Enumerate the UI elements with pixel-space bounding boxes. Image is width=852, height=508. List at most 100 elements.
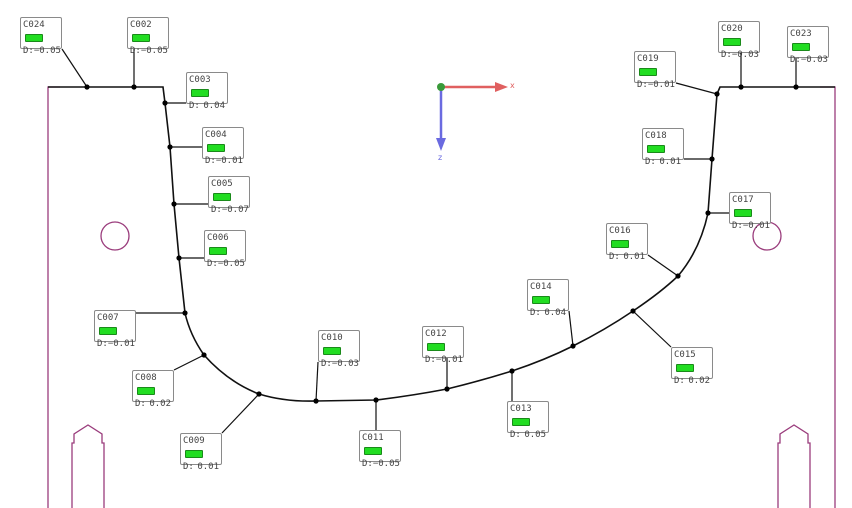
callout-c005[interactable]: C005 D:−0.07 [208,176,250,215]
callout-c017[interactable]: C017 D:−0.01 [729,192,771,231]
status-ok-indicator [647,144,665,153]
status-ok-indicator [191,88,209,97]
callout-c019[interactable]: C019 D:−0.01 [634,51,676,90]
measurement-point[interactable] [705,210,711,216]
callout-id: C017 [732,195,754,205]
callout-c002[interactable]: C002 D:−0.05 [127,17,169,56]
measurement-point[interactable] [675,273,681,279]
callout-id: C013 [510,404,532,414]
leader-line [675,82,718,95]
deviation-label: D: [207,259,218,269]
deviation-label: D: [721,50,732,60]
deviation-value: −0.07 [221,205,249,215]
measurement-point[interactable] [176,255,182,261]
measurement-point[interactable] [630,308,636,314]
status-ok-indicator [207,143,225,152]
callout-c024[interactable]: C024 D:−0.05 [20,17,62,56]
deviation-value: −0.03 [731,50,759,60]
status-ok-indicator [132,33,150,42]
callout-c006[interactable]: C006 D:−0.05 [204,230,246,269]
left-slot [71,424,105,508]
callout-id: C008 [135,373,157,383]
callout-c007[interactable]: C007 D:−0.01 [94,310,136,349]
callout-c011[interactable]: C011 D:−0.05 [359,430,401,469]
measurement-point[interactable] [167,144,173,150]
measurement-point[interactable] [444,386,450,392]
measurement-point[interactable] [509,368,515,374]
deviation-value: 0.05 [524,430,546,440]
status-ok-indicator [99,326,117,335]
callout-c004[interactable]: C004 D:−0.01 [202,127,244,166]
callout-id: C015 [674,350,696,360]
x-arrowhead-icon [495,82,508,92]
callout-c012[interactable]: C012 D:−0.01 [422,326,464,365]
status-ok-indicator [723,37,741,46]
measurement-point[interactable] [709,156,715,162]
callout-c015[interactable]: C015 D:0.02 [671,347,713,386]
callout-id: C011 [362,433,384,443]
callout-c008[interactable]: C008 D:0.02 [132,370,174,409]
callout-c010[interactable]: C010 D:−0.03 [318,330,360,369]
deviation-label: D: [211,205,222,215]
deviation-label: D: [23,46,34,56]
part-outline [47,86,836,508]
deviation-value: −0.01 [435,355,463,365]
measurement-point[interactable] [714,91,720,97]
x-axis-label: x [510,81,515,90]
deviation-value: −0.05 [33,46,61,56]
axis-triad [436,82,508,151]
deviation-value: −0.05 [217,259,245,269]
callout-c014[interactable]: C014 D:0.04 [527,279,569,318]
callout-id: C012 [425,329,447,339]
status-ok-indicator [792,42,810,51]
callout-c009[interactable]: C009 D:0.01 [180,433,222,472]
deviation-value: −0.05 [140,46,168,56]
callout-id: C020 [721,24,743,34]
measurement-point[interactable] [201,352,207,358]
status-ok-indicator [611,239,629,248]
measurement-point[interactable] [793,84,799,90]
status-ok-indicator [185,449,203,458]
deviation-value: 0.01 [659,157,681,167]
callout-c016[interactable]: C016 D:0.01 [606,223,648,262]
leader-line [568,310,574,347]
measurement-point[interactable] [738,84,744,90]
measurement-point[interactable] [171,201,177,207]
callout-c023[interactable]: C023 D:−0.03 [787,26,829,65]
measurement-point[interactable] [256,391,262,397]
measurement-point[interactable] [313,398,319,404]
leader-lines [61,48,799,434]
deviation-label: D: [790,55,801,65]
deviation-label: D: [530,308,541,318]
callout-c003[interactable]: C003 D:0.04 [186,72,228,111]
measurement-point[interactable] [84,84,90,90]
callout-c018[interactable]: C018 D:0.01 [642,128,684,167]
status-ok-indicator [512,417,530,426]
status-ok-indicator [639,67,657,76]
measurement-point[interactable] [182,310,188,316]
deviation-value: 0.04 [544,308,566,318]
measurement-point[interactable] [373,397,379,403]
deviation-label: D: [425,355,436,365]
callout-c013[interactable]: C013 D:0.05 [507,401,549,440]
deviation-value: 0.01 [197,462,219,472]
right-slot [777,424,811,508]
callout-id: C014 [530,282,552,292]
deviation-label: D: [674,376,685,386]
measurement-point[interactable] [162,100,168,106]
deviation-label: D: [130,46,141,56]
status-ok-indicator [676,363,694,372]
status-ok-indicator [137,386,155,395]
deviation-label: D: [205,156,216,166]
measurement-point[interactable] [131,84,137,90]
leader-line [173,354,205,371]
callout-id: C002 [130,20,152,30]
measurement-point[interactable] [570,343,576,349]
callout-id: C007 [97,313,119,323]
leader-line [632,310,672,348]
deviation-value: 0.01 [623,252,645,262]
callout-c020[interactable]: C020 D:−0.03 [718,21,760,60]
callout-id: C024 [23,20,45,30]
deviation-value: −0.03 [331,359,359,369]
